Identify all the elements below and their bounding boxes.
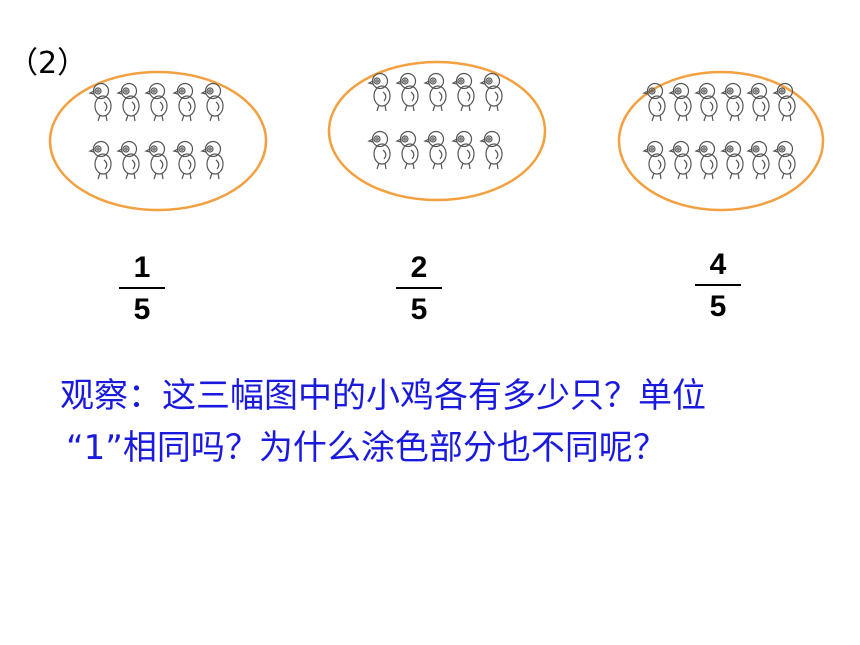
fraction-2-denominator: 5 [410, 293, 428, 326]
chick-icon [772, 82, 796, 122]
chick-icon [479, 72, 503, 112]
problem-label: （2） [8, 46, 88, 81]
chick-icon [772, 140, 796, 180]
fraction-1-denominator: 5 [133, 293, 151, 326]
fraction-2: 2 5 [389, 253, 449, 325]
chick-icon [395, 72, 419, 112]
chick-icon [200, 140, 224, 180]
chick-icon [642, 140, 666, 180]
question-line-2: “1”相同吗？为什么涂色部分也不同呢？ [66, 428, 667, 468]
chick-icon [694, 140, 718, 180]
fraction-1: 1 5 [112, 253, 172, 325]
chick-group-1 [48, 70, 268, 212]
chick-icon [720, 140, 744, 180]
chick-icon [367, 72, 391, 112]
chick-icon [395, 130, 419, 170]
fraction-3-bar [695, 284, 741, 286]
chick-icon [367, 130, 391, 170]
chick-icon [116, 140, 140, 180]
chick-icon [423, 72, 447, 112]
chick-group-2 [327, 60, 547, 202]
chick-icon [116, 82, 140, 122]
chick-icon [88, 140, 112, 180]
chick-icon [200, 82, 224, 122]
fraction-2-numerator: 2 [410, 251, 428, 284]
group-ellipse [327, 60, 547, 202]
chick-icon [694, 82, 718, 122]
chick-icon [746, 140, 770, 180]
group-ellipse [48, 70, 268, 212]
chick-icon [423, 130, 447, 170]
question-line-1: 观察：这三幅图中的小鸡各有多少只？单位 [60, 376, 706, 416]
chick-icon [88, 82, 112, 122]
chick-group-1-svg [48, 70, 268, 212]
chick-group-3 [617, 70, 825, 212]
fraction-3-denominator: 5 [709, 290, 727, 323]
chick-icon [451, 72, 475, 112]
fraction-1-bar [119, 287, 165, 289]
chick-group-3-svg [617, 70, 825, 212]
fraction-2-bar [396, 287, 442, 289]
chick-icon [479, 130, 503, 170]
chick-icon [172, 82, 196, 122]
chick-icon [451, 130, 475, 170]
fraction-1-numerator: 1 [133, 251, 151, 284]
chick-icon [144, 82, 168, 122]
chick-icon [172, 140, 196, 180]
group-ellipse [617, 70, 825, 212]
chick-icon [668, 140, 692, 180]
fraction-3: 4 5 [688, 250, 748, 322]
chick-icon [642, 82, 666, 122]
fraction-3-numerator: 4 [709, 248, 727, 281]
chick-icon [144, 140, 168, 180]
chick-group-2-svg [327, 60, 547, 202]
chick-icon [746, 82, 770, 122]
chick-icon [668, 82, 692, 122]
question-text: 观察：这三幅图中的小鸡各有多少只？单位 “1”相同吗？为什么涂色部分也不同呢？ [60, 370, 820, 474]
chick-icon [720, 82, 744, 122]
